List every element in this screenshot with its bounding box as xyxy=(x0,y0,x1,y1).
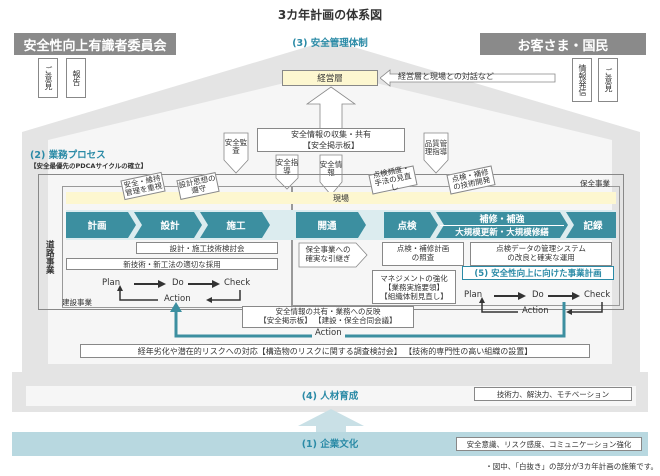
share-info-box: 安全情報の共有・業務への反映 【安全掲示板】 【建設・保全合同会議】 xyxy=(242,306,414,328)
step-plan: 計画 xyxy=(87,221,107,232)
process-subtitle: 【安全最優先のPDCAサイクルの確立】 xyxy=(30,162,148,170)
arrow-quality xyxy=(423,132,449,174)
pdca-right-plan: Plan xyxy=(464,290,483,300)
info-collect-box: 安全情報の収集・共有 【安全掲示板】 xyxy=(257,128,405,152)
pdca-left-plan: Plan xyxy=(102,278,121,288)
new-tech-box: 新技術・新工法の適切な採用 xyxy=(66,258,278,270)
flow-chevrons xyxy=(66,212,616,238)
step-repair: 補修・補強 xyxy=(479,215,525,225)
handover-label: 保全事業への 確実な引継ぎ xyxy=(305,245,351,263)
maintenance-label: 保全事業 xyxy=(580,179,610,188)
step-construct: 施工 xyxy=(226,221,246,232)
dialog-label: 経営層と現場との対話など xyxy=(398,72,494,81)
pdca-right-do: Do xyxy=(532,290,544,300)
quality-guide-label: 品質管理指導 xyxy=(424,138,448,156)
hr-title: (4) 人材育成 xyxy=(301,391,359,402)
pdca-left-check: Check xyxy=(224,278,251,288)
risk-box: 経年劣化や潜在的リスクへの対応【構造物のリスクに関する調査検討会】 【技術的専門… xyxy=(80,344,590,358)
step-design: 設計 xyxy=(160,221,180,232)
step-record: 記録 xyxy=(583,221,603,232)
step-renewal: 大規模更新・大規模修繕 xyxy=(440,225,564,238)
pdca-left-action: Action xyxy=(164,294,191,304)
step-inspect: 点検 xyxy=(397,221,417,232)
page-title: 3カ年計画の体系図 xyxy=(277,7,383,22)
arrow-info xyxy=(319,154,343,196)
action-feedback-arrow xyxy=(170,302,566,338)
tag-opinion-right: ご意見 xyxy=(598,58,618,102)
dialog-arrow xyxy=(380,69,556,87)
tag-opinion-left: ご意見 xyxy=(38,58,58,98)
pdca-right-action: Action xyxy=(522,306,549,316)
road-business-label: 道路事業 xyxy=(44,240,55,274)
committee-header: 安全性向上有識者委員会 xyxy=(14,33,176,55)
safety-audit-label: 安全監査 xyxy=(224,137,248,155)
inspect-plan-box: 点検・補修計画 の照査 xyxy=(382,242,464,266)
culture-title: (1) 企業文化 xyxy=(301,439,359,450)
safety-system-title: (3) 安全管理体制 xyxy=(292,38,368,49)
pdca-left-do: Do xyxy=(172,278,184,288)
action-label: Action xyxy=(312,328,345,338)
tag-info-right: 情報発信 xyxy=(572,58,592,102)
safety-info-label: 安全情報 xyxy=(319,159,343,177)
pdca-right-check: Check xyxy=(584,290,611,300)
improvement-plan-box: (5) 安全性向上に向けた事業計画 xyxy=(462,266,614,280)
handover-arrow xyxy=(298,242,368,268)
culture-detail: 安全意識、リスク感度、コミュニケーション強化 xyxy=(456,437,642,451)
safety-guide-label: 安全指導 xyxy=(275,157,299,175)
step-open: 開通 xyxy=(317,221,337,232)
arrow-audit xyxy=(223,132,249,174)
construction-label: 建設事業 xyxy=(62,298,92,307)
culture-up-arrow xyxy=(298,409,364,436)
design-council-box: 設計・施工技術検討会 xyxy=(136,242,278,254)
pdca-left-arrows xyxy=(117,280,241,303)
data-system-box: 点検データの管理システム の改良と確実な運用 xyxy=(470,242,612,266)
customers-header: お客さま・国民 xyxy=(480,33,646,55)
up-arrow-management xyxy=(306,86,356,134)
hr-detail: 技術力、解決力、モチベーション xyxy=(474,387,632,401)
management-box: 経営層 xyxy=(282,70,378,86)
footnote: ・図中、「白抜き」の部分が3カ年計画の施策です。 xyxy=(485,462,658,471)
pdca-right-arrows xyxy=(479,292,603,315)
tag-report-left: 報告 xyxy=(66,58,86,98)
mgmt-strength-box: マネジメントの強化 【業務実施要領】 【組織体制見直し】 xyxy=(372,270,456,304)
process-title: (2) 業務プロセス xyxy=(30,150,106,161)
